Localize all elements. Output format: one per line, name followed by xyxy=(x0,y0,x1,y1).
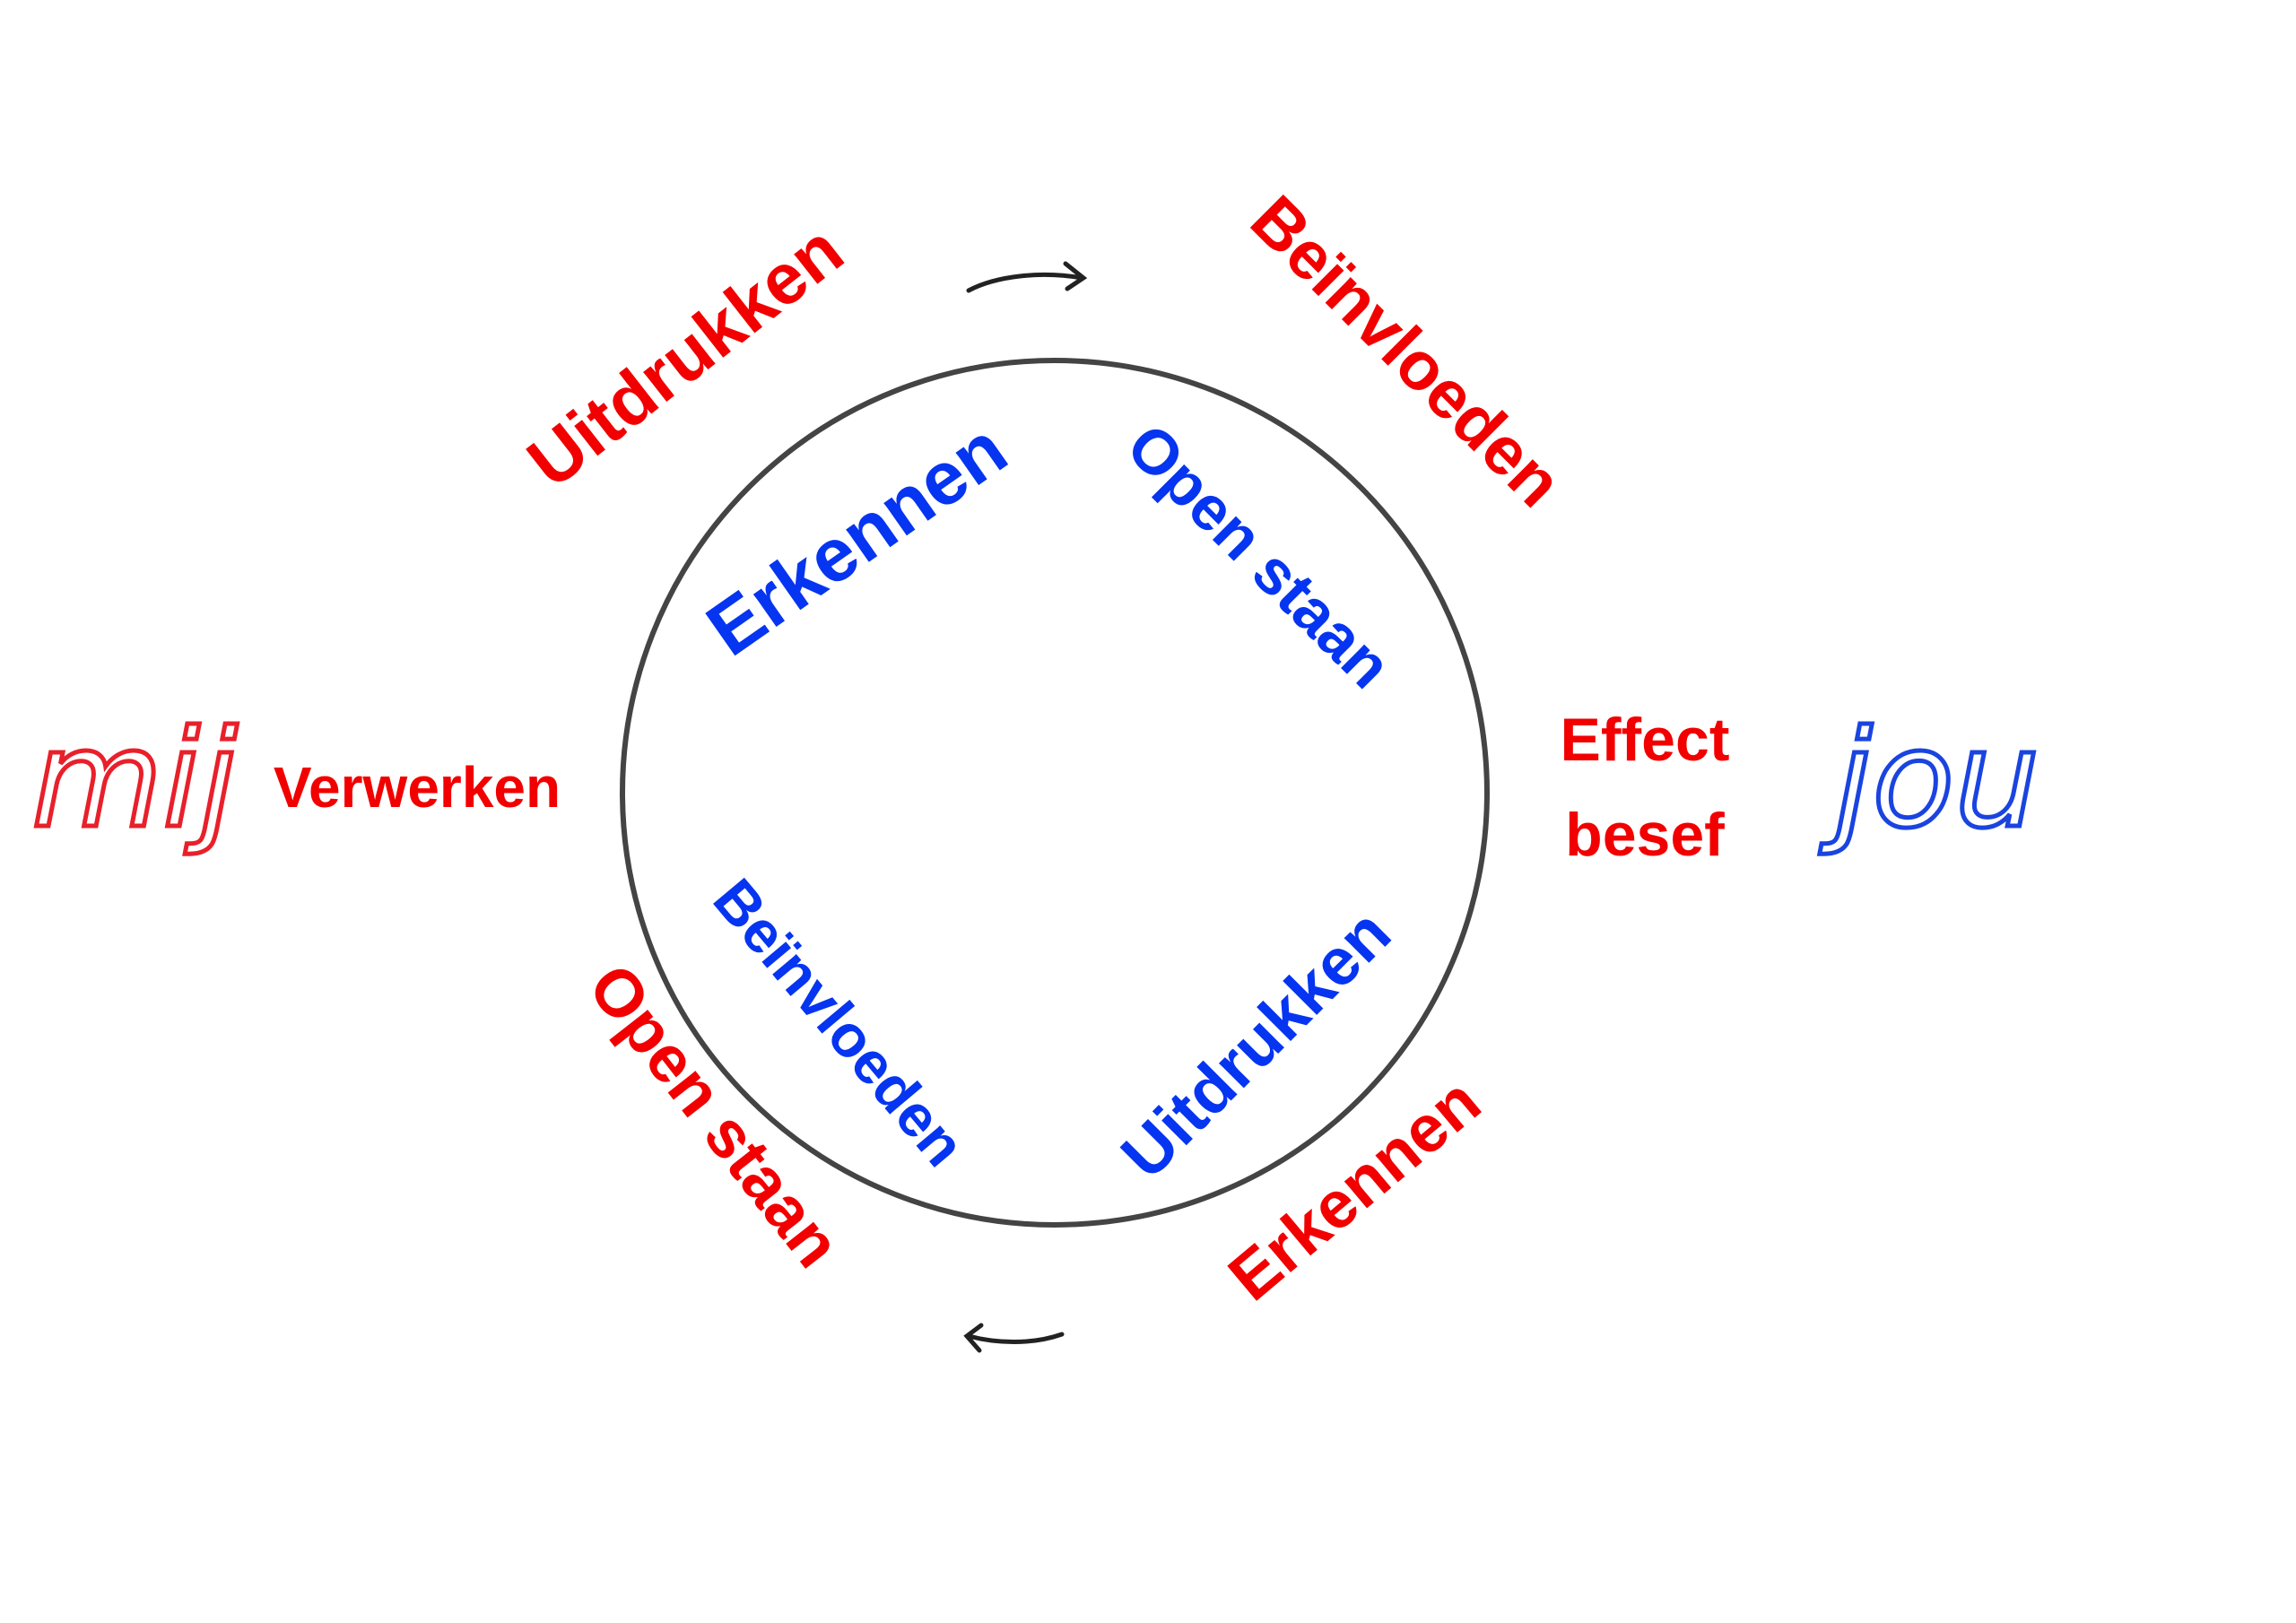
outer-label-beinvloeden: Beïnvloeden xyxy=(1236,181,1577,522)
curved-arrow-left-icon xyxy=(963,1323,1065,1353)
party-label-jou: jou xyxy=(1820,702,2040,858)
outer-label-uitdrukken: Uitdrukken xyxy=(513,209,857,502)
outer-label-verwerken: Verwerken xyxy=(274,755,561,820)
cycle-circle xyxy=(620,358,1490,1228)
curved-arrow-right-icon xyxy=(966,261,1088,293)
inner-label-open-staan: Open staan xyxy=(1114,411,1405,702)
party-label-mij: mij xyxy=(31,702,238,858)
outer-label-effect: Effect xyxy=(1561,706,1730,774)
inner-label-erkennen: Erkennen xyxy=(691,406,1021,673)
outer-label-besef: besef xyxy=(1565,801,1725,869)
